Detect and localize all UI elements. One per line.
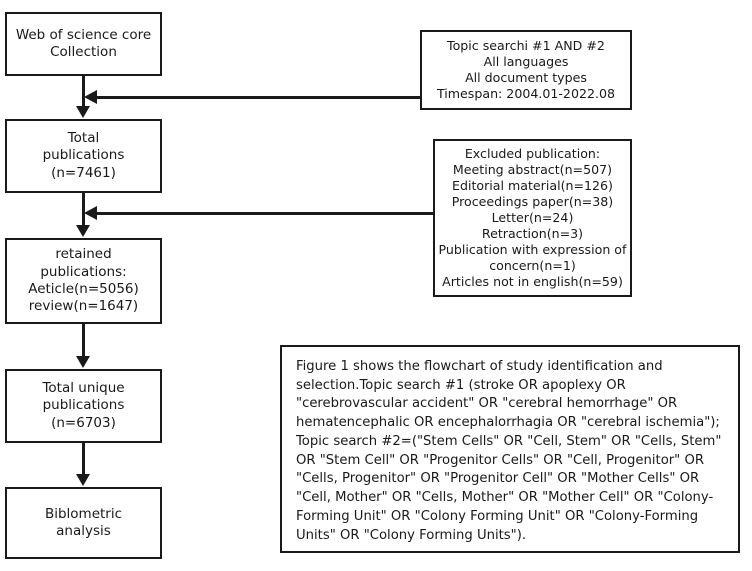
connector-topic-search-to-spine bbox=[96, 96, 421, 99]
node-total-publications: Total publications (n=7461) bbox=[5, 119, 162, 193]
connector-excluded-to-spine bbox=[96, 212, 434, 215]
arrowhead-total-to-retained bbox=[76, 225, 90, 237]
arrowhead-source-to-total bbox=[76, 106, 90, 118]
connector-retained-to-unique bbox=[82, 324, 85, 357]
arrowhead-retained-to-unique bbox=[76, 356, 90, 368]
node-retained-publications: retained publications: Aeticle(n=5056) r… bbox=[5, 238, 162, 324]
arrowhead-excluded-to-spine bbox=[84, 206, 97, 220]
node-web-of-science-core-collection: Web of science core Collection bbox=[5, 12, 162, 76]
connector-total-to-retained bbox=[82, 193, 85, 226]
arrowhead-unique-to-analysis bbox=[76, 474, 90, 486]
arrowhead-topic-search-to-spine bbox=[84, 90, 97, 104]
node-excluded-publications: Excluded publication: Meeting abstract(n… bbox=[433, 139, 632, 297]
connector-source-to-total bbox=[82, 76, 85, 107]
node-total-unique-publications: Total unique publications (n=6703) bbox=[5, 369, 162, 443]
node-topic-search-criteria: Topic searchi #1 AND #2 All languages Al… bbox=[420, 30, 632, 110]
connector-unique-to-analysis bbox=[82, 443, 85, 475]
figure-caption-box: Figure 1 shows the flowchart of study id… bbox=[280, 345, 740, 553]
node-biblometric-analysis: Biblometric analysis bbox=[5, 487, 162, 559]
